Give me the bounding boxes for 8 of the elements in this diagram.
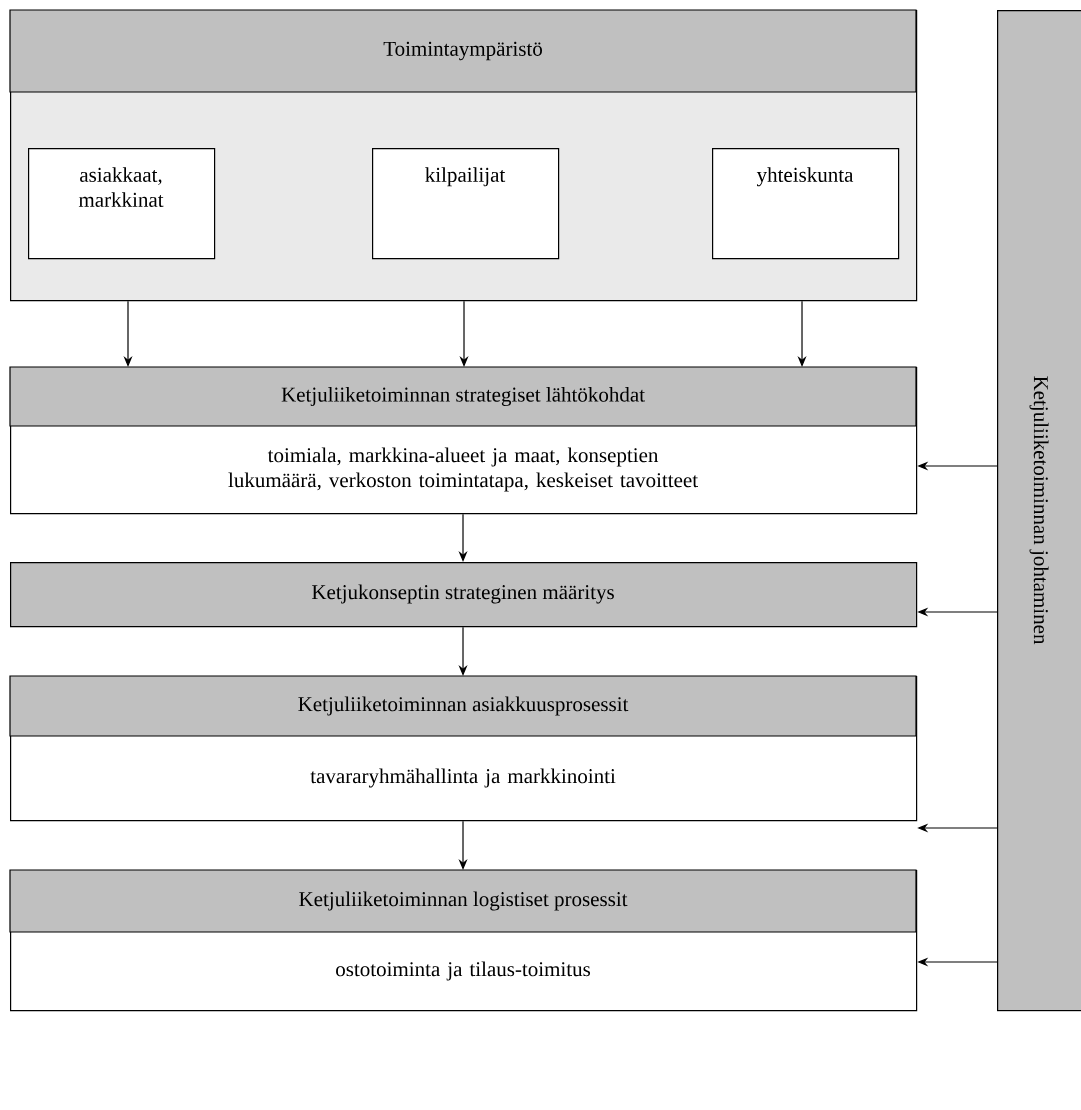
process-box: Ketjuliiketoiminnan asiakkuusprosessit tavararyhmähallinta ja markkinointi bbox=[9, 675, 918, 822]
factor-box: kilpailijat bbox=[372, 148, 560, 260]
process-box: Ketjuliiketoiminnan strategiset lähtökohdat toimiala, markkina-alueet ja maat, konseptien lukumäärä, verkoston toimintatapa, keskeiset tavoitteet bbox=[9, 366, 918, 515]
process-box: Ketjuliiketoiminnan logistiset prosessit ostotoiminta ja tilaus-toimitus bbox=[9, 869, 918, 1012]
factor-box: yhteiskunta bbox=[712, 148, 900, 260]
factor-box: asiakkaat, markkinat bbox=[28, 148, 216, 260]
process-box: Ketjukonseptin strateginen määritys bbox=[10, 562, 918, 628]
side-band: Ketjuliiketoiminnan johtaminen bbox=[997, 10, 1081, 1012]
